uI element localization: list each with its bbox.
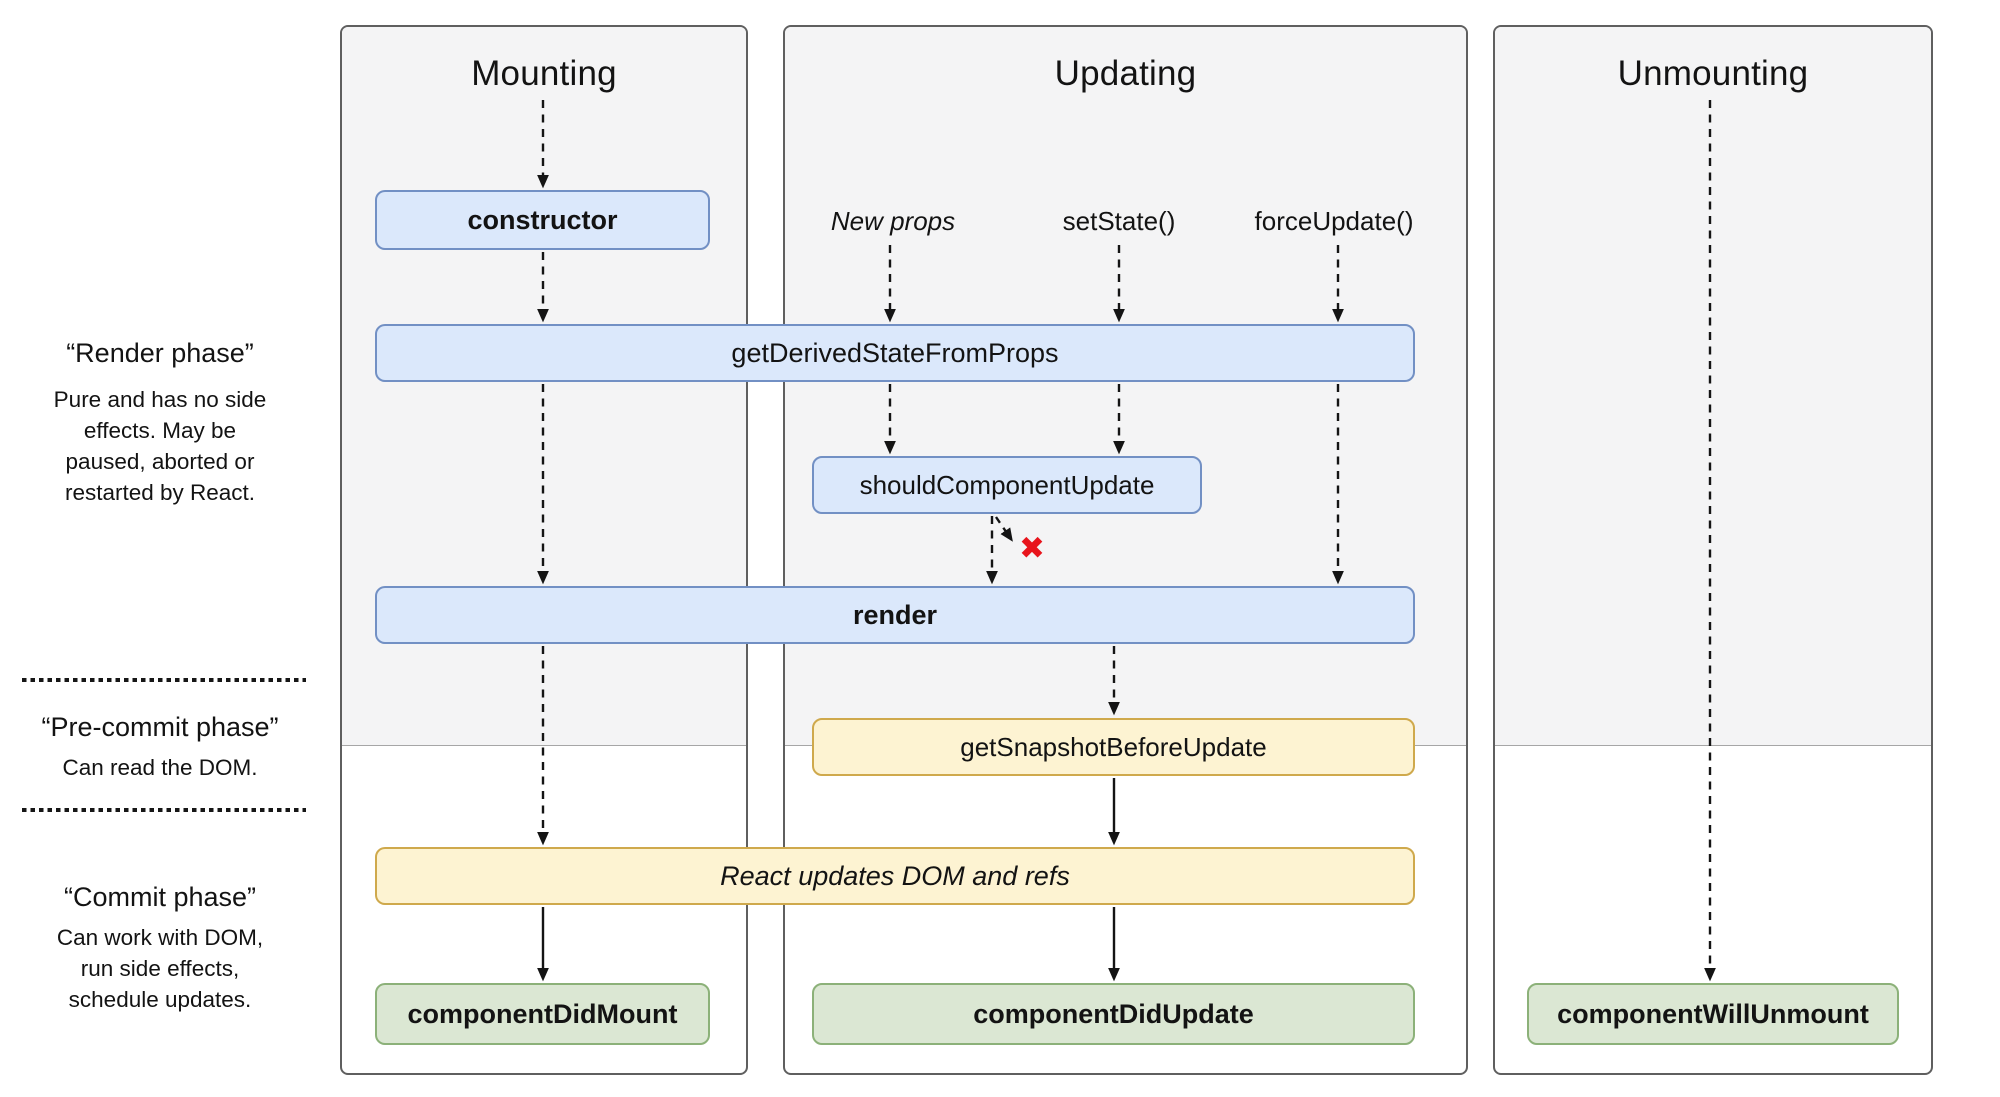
node-component-did-update: componentDidUpdate bbox=[812, 983, 1415, 1045]
commit-phase-description: Can work with DOM, run side effects, sch… bbox=[56, 925, 264, 1012]
node-component-did-mount: componentDidMount bbox=[375, 983, 710, 1045]
phase-divider-bottom bbox=[22, 808, 306, 812]
mounting-panel: Mounting bbox=[340, 25, 748, 1075]
node-react-updates-dom: React updates DOM and refs bbox=[375, 847, 1415, 905]
trigger-set-state: setState() bbox=[1062, 206, 1176, 236]
column-title-mounting: Mounting bbox=[471, 54, 617, 93]
node-should-component-update: shouldComponentUpdate bbox=[812, 456, 1202, 514]
pre-commit-phase-title: “Pre-commit phase” bbox=[41, 712, 279, 742]
unmounting-panel: Unmounting bbox=[1493, 25, 1933, 1075]
column-title-unmounting: Unmounting bbox=[1617, 54, 1809, 93]
column-title-updating: Updating bbox=[1054, 54, 1197, 93]
render-phase-description: Pure and has no side effects. May be pau… bbox=[53, 387, 267, 505]
node-component-will-unmount: componentWillUnmount bbox=[1527, 983, 1899, 1045]
pre-commit-phase-description: Can read the DOM. bbox=[62, 755, 258, 780]
commit-phase-title: “Commit phase” bbox=[63, 882, 257, 912]
render-phase-title: “Render phase” bbox=[66, 338, 254, 368]
updating-panel: Updating bbox=[783, 25, 1468, 1075]
node-render: render bbox=[375, 586, 1415, 644]
reject-x-icon: ✖ bbox=[1019, 530, 1045, 566]
trigger-force-update: forceUpdate() bbox=[1254, 206, 1414, 236]
trigger-new-props: New props bbox=[830, 206, 956, 236]
unmounting-render-phase-region bbox=[1495, 27, 1931, 746]
node-get-snapshot-before-update: getSnapshotBeforeUpdate bbox=[812, 718, 1415, 776]
phase-divider-top bbox=[22, 678, 306, 682]
node-get-derived-state-from-props: getDerivedStateFromProps bbox=[375, 324, 1415, 382]
node-constructor: constructor bbox=[375, 190, 710, 250]
